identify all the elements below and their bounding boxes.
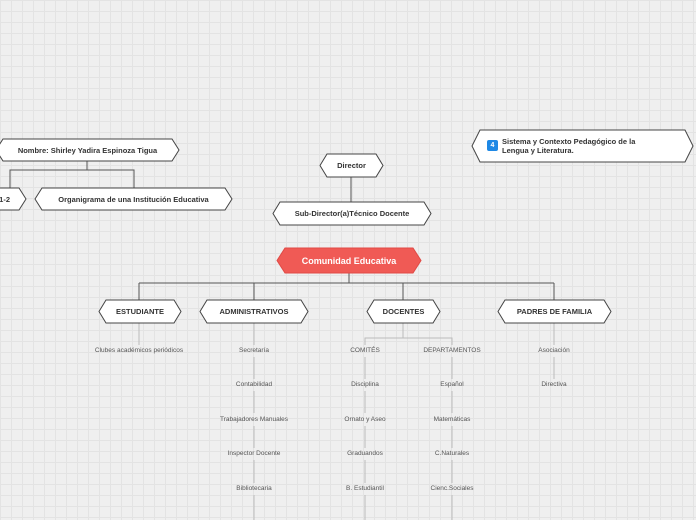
root-label: Comunidad Educativa: [301, 255, 397, 266]
branch-padres[interactable]: PADRES DE FAMILIA: [497, 299, 612, 324]
subdirector-node[interactable]: Sub-Director(a)Técnico Docente: [272, 201, 432, 226]
title-node[interactable]: Organigrama de una Institución Educativa: [34, 187, 233, 211]
title-label: Organigrama de una Institución Educativa: [58, 194, 209, 204]
leaf-departamentos-0[interactable]: Español: [440, 381, 464, 388]
subdirector-label: Sub-Director(a)Técnico Docente: [294, 209, 410, 218]
leaf-admin-0[interactable]: Secretaría: [239, 347, 269, 354]
subject-node[interactable]: [471, 129, 694, 163]
leaf-departamentos-2[interactable]: C.Naturales: [434, 450, 470, 457]
leaf-comites-1[interactable]: Ornato y Aseo: [344, 416, 386, 423]
leaf-departamentos-header[interactable]: DEPARTAMENTOS: [423, 347, 481, 354]
leaf-departamentos-1[interactable]: Matemáticas: [433, 416, 471, 423]
subject-badge: 4: [487, 140, 498, 151]
branch-administrativos[interactable]: ADMINISTRATIVOS: [199, 299, 309, 324]
branch-estudiante[interactable]: ESTUDIANTE: [98, 299, 182, 324]
director-node[interactable]: Director: [319, 153, 384, 178]
leaf-admin-4[interactable]: Bibliotecaria: [236, 485, 272, 492]
root-node[interactable]: Comunidad Educativa: [276, 247, 422, 274]
subject-line-2: Lengua y Literatura.: [502, 146, 574, 155]
leaf-admin-1[interactable]: Contabilidad: [235, 381, 273, 388]
leaf-comites-0[interactable]: Disciplina: [351, 381, 379, 388]
leaf-comites-header[interactable]: COMITÉS: [350, 347, 380, 354]
branch-docentes[interactable]: DOCENTES: [366, 299, 441, 324]
leaf-estudiante-0[interactable]: Clubes académicos periódicos: [94, 347, 184, 354]
branch-padres-label: PADRES DE FAMILIA: [516, 307, 593, 316]
leaf-padres-0[interactable]: Asociación: [538, 347, 570, 354]
author-node[interactable]: Nombre: Shirley Yadira Espinoza Tigua: [0, 138, 180, 162]
leaf-padres-1[interactable]: Directiva: [541, 381, 567, 388]
leaf-admin-3[interactable]: Inspector Docente: [227, 450, 281, 457]
leaf-admin-2[interactable]: Trabajadores Manuales: [219, 416, 289, 423]
partial-left-node[interactable]: 1-2: [0, 187, 27, 211]
author-label: Nombre: Shirley Yadira Espinoza Tigua: [17, 145, 158, 155]
branch-administrativos-label: ADMINISTRATIVOS: [219, 307, 289, 316]
branch-estudiante-label: ESTUDIANTE: [116, 307, 164, 316]
branch-docentes-label: DOCENTES: [382, 307, 425, 316]
director-label: Director: [337, 161, 366, 170]
leaf-departamentos-3[interactable]: Cienc.Sociales: [430, 485, 474, 492]
leaf-comites-3[interactable]: B. Estudiantil: [346, 485, 384, 492]
leaf-comites-2[interactable]: Graduandos: [347, 450, 383, 457]
subject-text: Sistema y Contexto Pedagógico de la Leng…: [502, 137, 635, 155]
partial-left-label: 1-2: [0, 194, 10, 204]
subject-line-1: Sistema y Contexto Pedagógico de la: [502, 137, 636, 146]
